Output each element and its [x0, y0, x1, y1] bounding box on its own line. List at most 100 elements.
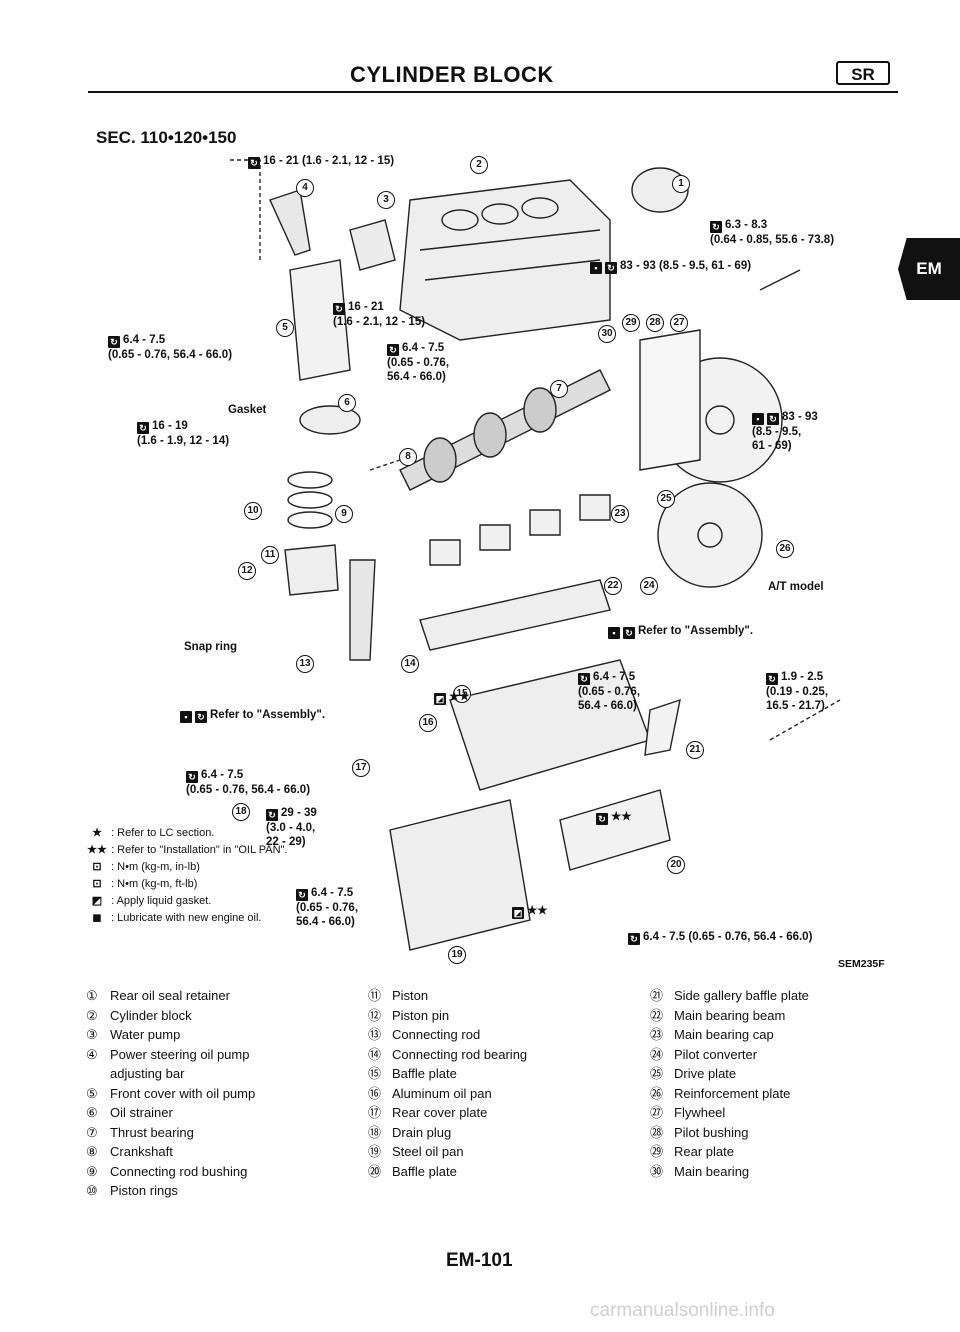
diagram-number-28: 28 [646, 314, 664, 332]
torque-callout: ↻1.9 - 2.5 (0.19 - 0.25, 16.5 - 21.7) [766, 671, 829, 712]
diagram-number-17: 17 [352, 759, 370, 777]
torque-inlb-icon: ↻ [766, 673, 778, 685]
torque-callout: ▪↻83 - 93 (8.5 - 9.5, 61 - 69) [752, 411, 818, 452]
symbol-legend: ★ : Refer to LC section. ★★ : Refer to "… [86, 825, 287, 927]
torque-callout: ↻16 - 19 (1.6 - 1.9, 12 - 14) [137, 420, 230, 447]
torque-inlb-icon: ↻ [186, 771, 198, 783]
torque-callout: ↻6.4 - 7.5 (0.65 - 0.76, 56.4 - 66.0) [387, 342, 450, 383]
assembly-reference: ▪↻Refer to "Assembly". [608, 624, 753, 639]
diagram-number-13: 13 [296, 655, 314, 673]
figure-code: SEM235F [838, 958, 885, 970]
lubricate-icon: ▪ [752, 413, 764, 425]
torque-callout: ↻6.4 - 7.5 (0.65 - 0.76, 56.4 - 66.0) [628, 930, 812, 945]
torque-ftlb-icon: ↻ [605, 262, 617, 274]
engine-badge: SR [836, 61, 890, 85]
watermark: carmanualsonline.info [590, 1300, 775, 1321]
legend-text: : Refer to "Installation" in "OIL PAN". [111, 844, 288, 856]
legend-row: ★★ : Refer to "Installation" in "OIL PAN… [86, 842, 287, 859]
assembly-reference: ▪↻Refer to "Assembly". [180, 708, 325, 723]
legend-row: ◩ : Apply liquid gasket. [86, 893, 287, 910]
torque-inlb-icon: ⊡ [92, 861, 102, 873]
lubricate-icon: ▪ [608, 627, 620, 639]
legend-symbol: ★ [92, 827, 102, 839]
legend-row: ◼ : Lubricate with new engine oil. [86, 910, 287, 927]
diagram-number-25: 25 [657, 490, 675, 508]
diagram-number-24: 24 [640, 577, 658, 595]
diagram-number-3: 3 [377, 191, 395, 209]
torque-ftlb-icon: ↻ [767, 413, 779, 425]
torque-callout: ▪↻83 - 93 (8.5 - 9.5, 61 - 69) [590, 259, 751, 274]
diagram-number-20: 20 [667, 856, 685, 874]
diagram-number-10: 10 [244, 502, 262, 520]
torque-ftlb-icon: ↻ [266, 809, 278, 821]
torque-callout: ↻6.4 - 7.5 (0.65 - 0.76, 56.4 - 66.0) [186, 769, 311, 796]
legend-text: : Lubricate with new engine oil. [111, 912, 262, 924]
torque-inlb-icon: ↻ [108, 336, 120, 348]
gasket-label: Gasket [228, 404, 267, 416]
legend-symbol: ★★ [87, 844, 107, 856]
torque-callout: ↻29 - 39 (3.0 - 4.0, 22 - 29) [266, 807, 317, 848]
liquid-gasket-icon: ◩ [434, 693, 446, 705]
torque-ftlb-icon: ⊡ [92, 878, 102, 890]
torque-callout: ↻16 - 21 (1.6 - 2.1, 12 - 15) [248, 154, 394, 169]
torque-ftlb-icon: ↻ [623, 627, 635, 639]
page-number: EM-101 [446, 1250, 513, 1271]
installation-mark: ↻★★ [596, 810, 632, 825]
diagram-number-11: 11 [261, 546, 279, 564]
torque-ftlb-icon: ↻ [248, 157, 260, 169]
liquid-gasket-icon: ◩ [91, 895, 103, 907]
diagram-number-16: 16 [419, 714, 437, 732]
torque-inlb-icon: ↻ [628, 933, 640, 945]
diagram-number-6: 6 [338, 394, 356, 412]
legend-text: : N•m (kg-m, ft-lb) [111, 878, 198, 890]
diagram-number-15: 15 [453, 685, 471, 703]
legend-text: : Apply liquid gasket. [111, 895, 212, 907]
torque-ftlb-icon: ↻ [137, 422, 149, 434]
torque-inlb-icon: ↻ [387, 344, 399, 356]
diagram-number-7: 7 [550, 380, 568, 398]
legend-text: : Refer to LC section. [111, 827, 215, 839]
legend-text: : N•m (kg-m, in-lb) [111, 861, 200, 873]
torque-inlb-icon: ↻ [710, 221, 722, 233]
torque-ftlb-icon: ↻ [596, 813, 608, 825]
diagram-number-23: 23 [611, 505, 629, 523]
section-tab[interactable]: EM [898, 238, 960, 300]
diagram-number-18: 18 [232, 803, 250, 821]
torque-callout: ↻16 - 21 (1.6 - 2.1, 12 - 15) [333, 301, 426, 328]
diagram-number-19: 19 [448, 946, 466, 964]
lubricate-icon: ▪ [590, 262, 602, 274]
diagram-number-4: 4 [296, 179, 314, 197]
diagram-number-26: 26 [776, 540, 794, 558]
diagram-number-22: 22 [604, 577, 622, 595]
diagram-number-8: 8 [399, 448, 417, 466]
diagram-number-5: 5 [276, 319, 294, 337]
diagram-number-21: 21 [686, 741, 704, 759]
torque-callout: ↻6.4 - 7.5 (0.65 - 0.76, 56.4 - 66.0) [578, 671, 641, 712]
snap-ring-label: Snap ring [184, 641, 238, 653]
